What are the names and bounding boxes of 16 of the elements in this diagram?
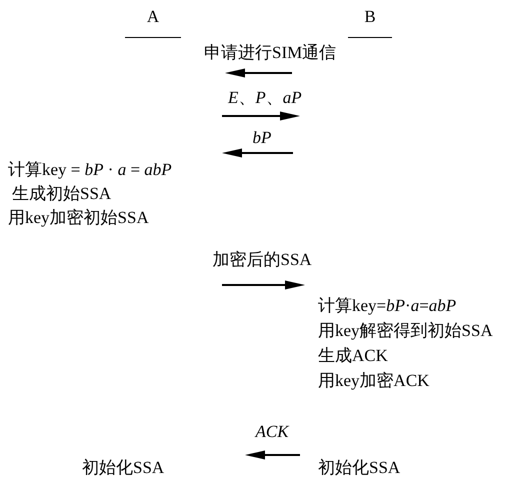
step-text: 生成初始SSA [12,184,112,204]
step-text: 计算key=bP·a=abP [318,296,456,316]
step-text: 初始化SSA [318,458,400,478]
step-text: 生成ACK [318,346,388,366]
message-label: 申请进行SIM通信 [204,43,336,63]
message-label: 加密后的SSA [212,250,312,270]
message-label: bP [252,128,272,148]
step-text: 用key解密得到初始SSA [318,321,493,341]
step-text: 初始化SSA [82,458,164,478]
step-text: 用key加密ACK [318,371,430,391]
participant-label: A [125,6,181,38]
message-label: ACK [256,422,289,442]
step-text: 计算key = bP · a = abP [8,160,172,180]
message-label: E、P、aP [228,88,302,108]
step-text: 用key加密初始SSA [8,208,149,228]
participant-label: B [348,6,392,38]
